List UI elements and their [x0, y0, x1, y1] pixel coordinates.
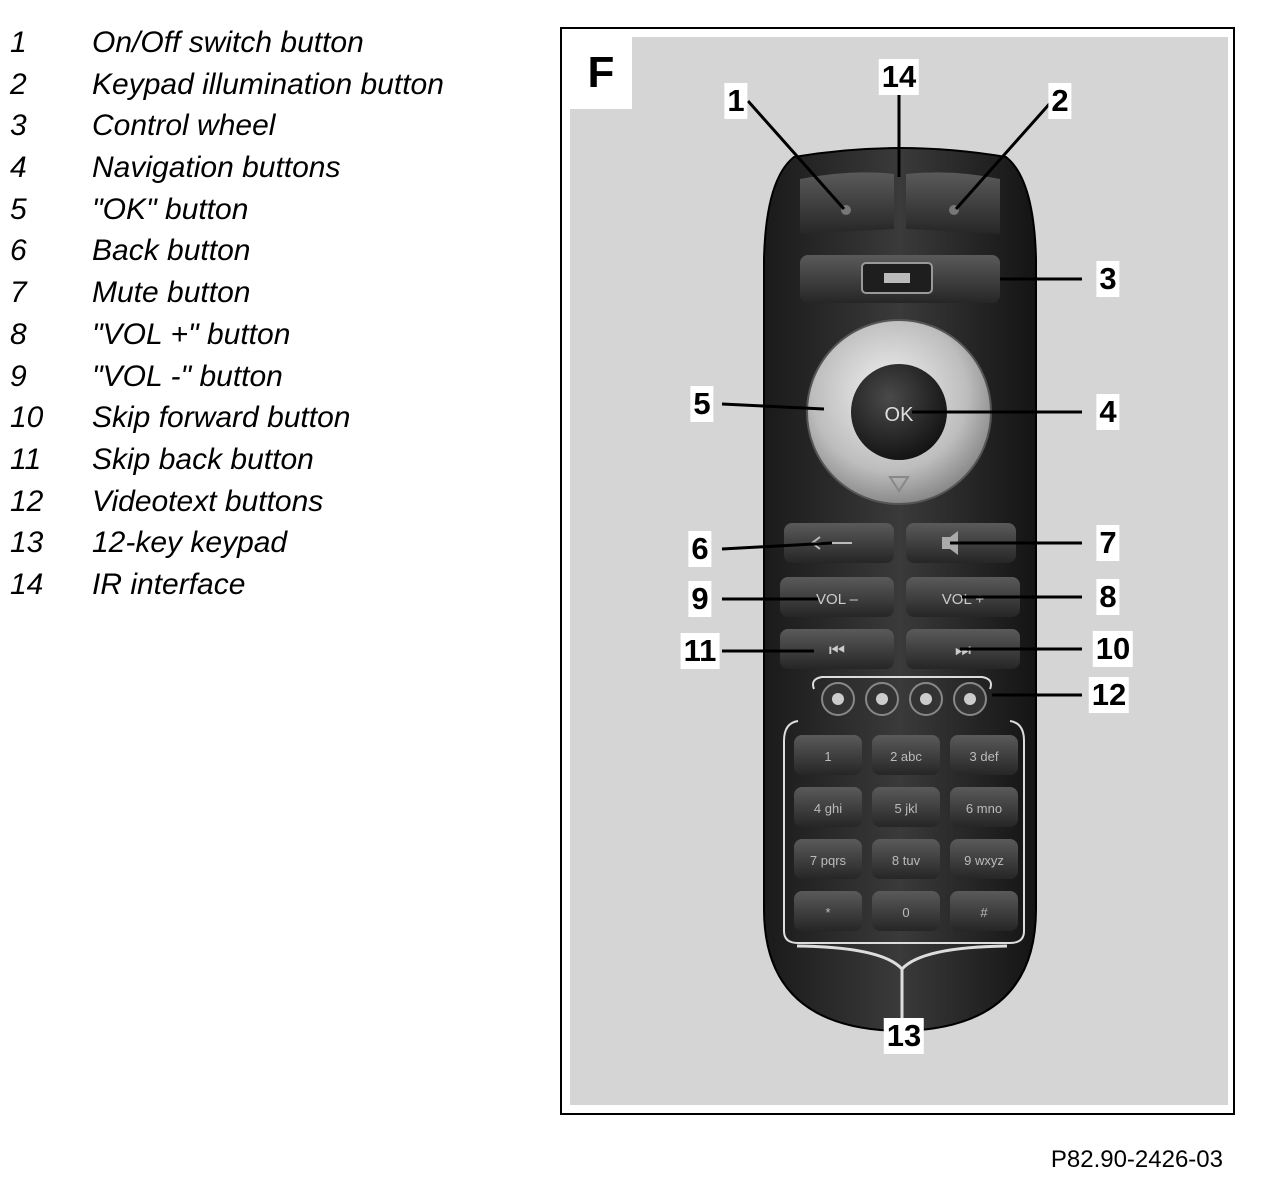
callout-14: 14 — [878, 59, 920, 95]
callout-1: 1 — [724, 83, 748, 119]
figure-letter: F — [570, 37, 632, 109]
keypad-key — [872, 787, 940, 827]
legend-label: IR interface — [92, 567, 246, 601]
legend-number: 1 — [10, 26, 27, 59]
vol-minus-label: VOL – — [816, 591, 859, 608]
keypad-key-label: 4 ghi — [814, 801, 842, 816]
keypad-key — [872, 839, 940, 879]
legend-number: 2 — [10, 67, 27, 101]
legend-number: 11 — [10, 442, 42, 476]
keypad-key — [794, 891, 862, 931]
legend-number: 5 — [10, 192, 27, 226]
callout-13: 13 — [883, 1018, 925, 1054]
illumination-button — [906, 172, 1000, 234]
keypad-key — [794, 787, 862, 827]
legend-number: 14 — [10, 567, 44, 601]
keypad-key — [872, 735, 940, 775]
legend-label: Mute button — [92, 276, 251, 310]
legend-label: 12-key keypad — [92, 526, 288, 560]
ok-button — [851, 364, 947, 460]
callout-9: 9 — [688, 581, 712, 617]
callout-12: 12 — [1088, 677, 1130, 713]
keypad-key — [950, 891, 1018, 931]
callout-2: 2 — [1048, 83, 1072, 119]
callout-5: 5 — [690, 386, 714, 422]
keypad-key — [872, 891, 940, 931]
callout-3: 3 — [1096, 261, 1120, 297]
legend-number: 4 — [10, 151, 27, 185]
keypad-key — [794, 839, 862, 879]
keypad-key — [950, 787, 1018, 827]
legend-number: 9 — [10, 359, 27, 393]
keypad-key-label: 6 mno — [966, 801, 1002, 816]
keypad-bracket — [783, 720, 1025, 944]
keypad-key-label: 8 tuv — [892, 853, 921, 868]
vol-plus-label: VOL + — [942, 591, 985, 608]
on-off-button — [800, 172, 894, 234]
callout-6: 6 — [688, 531, 712, 567]
legend-number: 3 — [10, 109, 27, 143]
legend-label: Back button — [92, 234, 251, 268]
keypad-key-label: 2 abc — [890, 749, 922, 764]
keypad-key-label: 0 — [902, 905, 909, 920]
legend-number: 10 — [10, 401, 44, 435]
legend-label: On/Off switch button — [92, 26, 364, 59]
legend-label: "VOL +" button — [92, 317, 291, 351]
callout-4: 4 — [1096, 394, 1120, 430]
legend-label: Keypad illumination button — [92, 67, 444, 101]
legend-label: Skip back button — [92, 442, 314, 476]
legend-label: Navigation buttons — [92, 151, 341, 185]
skip-back-button — [780, 629, 894, 669]
legend-label: Skip forward button — [92, 401, 351, 435]
legend-number: 8 — [10, 317, 27, 351]
keypad-key-label: 5 jkl — [894, 801, 917, 816]
callout-7: 7 — [1096, 525, 1120, 561]
legend-label: Videotext buttons — [92, 484, 324, 518]
ok-label: OK — [885, 404, 915, 426]
legend-number: 7 — [10, 276, 27, 310]
figure-reference-code: P82.90-2426-03 — [1050, 1146, 1223, 1173]
keypad-key — [794, 735, 862, 775]
legend-label: "OK" button — [92, 192, 249, 226]
callout-11: 11 — [680, 633, 720, 669]
keypad-key — [950, 735, 1018, 775]
keypad-key-label: 1 — [824, 749, 831, 764]
legend-number: 6 — [10, 234, 27, 268]
keypad: 1 2 abc 3 def 4 ghi 5 jkl 6 mno 7 pqrs 8 tuv 9 w… — [794, 735, 1018, 931]
legend-number: 12 — [10, 484, 44, 518]
legend-label: Control wheel — [92, 109, 276, 143]
keypad-key-label: 7 pqrs — [810, 853, 847, 868]
callout-8: 8 — [1096, 579, 1120, 615]
keypad-key — [950, 839, 1018, 879]
skip-back-icon: ⏮ — [829, 640, 845, 661]
keypad-key-label: # — [980, 905, 988, 920]
callout-10: 10 — [1092, 631, 1134, 667]
keypad-key-label: 3 def — [970, 749, 999, 764]
keypad-key-label: * — [825, 905, 830, 920]
vol-minus-button — [780, 577, 894, 617]
legend-label: "VOL -" button — [92, 359, 283, 393]
keypad-key-label: 9 wxyz — [964, 853, 1004, 868]
legend-number: 13 — [10, 526, 44, 560]
